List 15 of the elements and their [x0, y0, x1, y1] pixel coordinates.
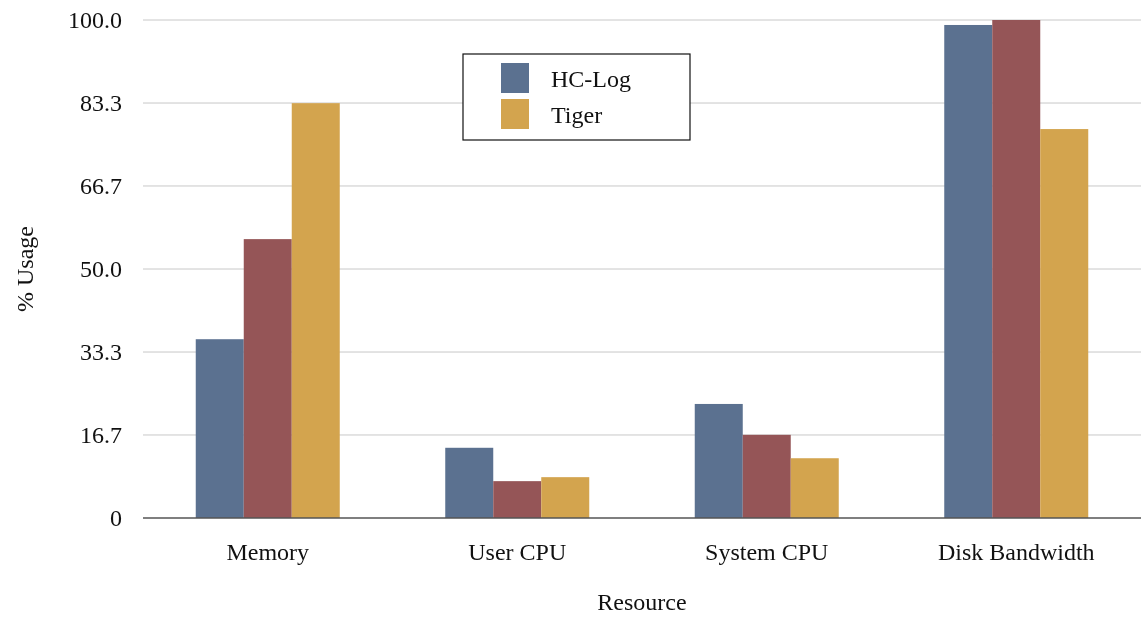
y-tick-label: 0: [110, 505, 122, 531]
y-tick-label: 66.7: [80, 173, 122, 199]
y-tick-label: 50.0: [80, 256, 122, 282]
y-tick-label: 83.3: [80, 90, 122, 116]
legend-label: HC-Log: [551, 66, 631, 92]
legend-label: Tiger: [551, 102, 603, 128]
y-tick-label: 100.0: [68, 7, 122, 33]
y-tick-label: 33.3: [80, 339, 122, 365]
axis-title: Resource: [597, 589, 687, 615]
x-tick-label: Disk Bandwidth: [937, 539, 1095, 565]
axis-title: % Usage: [12, 226, 38, 312]
x-tick-label: Memory: [226, 539, 310, 565]
x-tick-label: User CPU: [468, 539, 567, 565]
x-tick-label: System CPU: [705, 539, 829, 565]
y-tick-label: 16.7: [80, 422, 122, 448]
